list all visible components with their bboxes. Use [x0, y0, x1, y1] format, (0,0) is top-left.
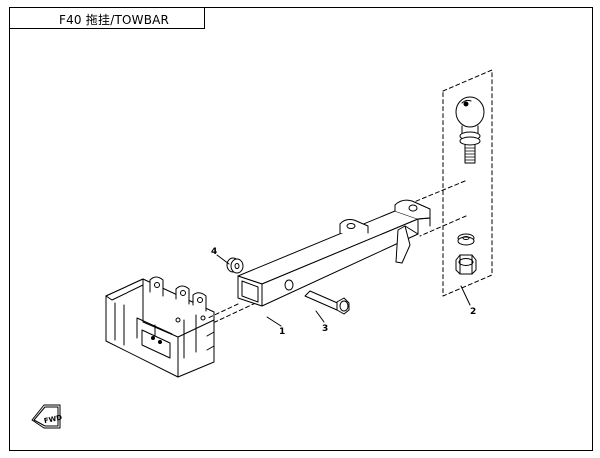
- title-block: F40 拖挂/TOWBAR: [9, 7, 205, 29]
- callout-3: 3: [322, 324, 328, 334]
- callout-2: 2: [470, 307, 476, 317]
- kit-leader-lower: [419, 215, 467, 237]
- callout-1: 1: [279, 327, 285, 337]
- lock-washer: [457, 233, 475, 246]
- callout-2-leader: [460, 285, 471, 306]
- title-chinese: 拖挂: [85, 13, 111, 27]
- washer-4: [226, 257, 244, 274]
- drawing-frame: [9, 7, 593, 451]
- tow-ball: [455, 96, 485, 164]
- forward-arrow-icon: FWD: [31, 404, 63, 429]
- page-title: F40 拖挂/TOWBAR: [59, 13, 170, 27]
- callout-1-leader: [266, 316, 282, 327]
- bolt-3: [304, 290, 350, 315]
- forward-label: FWD: [43, 413, 63, 425]
- callout-4: 4: [211, 247, 217, 257]
- callout-4-leader: [216, 254, 230, 265]
- tube-insert-leader: [207, 303, 239, 319]
- receiver-bracket: [105, 276, 215, 378]
- kit-leader-upper: [413, 180, 466, 203]
- hex-nut: [455, 254, 477, 275]
- callout-3-leader: [315, 310, 325, 323]
- title-code: F40: [59, 13, 82, 27]
- title-english: TOWBAR: [114, 13, 170, 27]
- kit-2-outline: [442, 69, 493, 297]
- tow-tube: [237, 199, 431, 307]
